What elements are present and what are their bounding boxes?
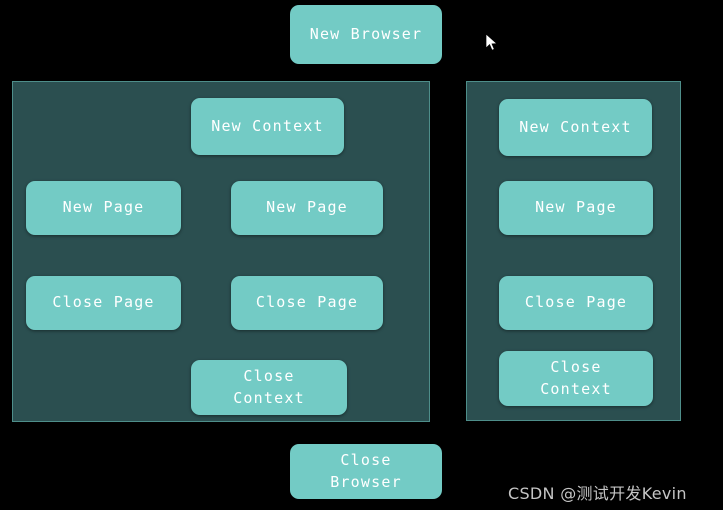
new-context-button-right[interactable]: New Context: [499, 99, 652, 156]
new-page-button-right-1[interactable]: New Page: [499, 181, 653, 235]
close-page-button-right-1[interactable]: Close Page: [499, 276, 653, 330]
new-browser-button[interactable]: New Browser: [290, 5, 442, 64]
new-page-button-left-2[interactable]: New Page: [231, 181, 383, 235]
close-page-button-left-2[interactable]: Close Page: [231, 276, 383, 330]
close-context-button-left[interactable]: Close Context: [191, 360, 347, 415]
context-panel-left: New Context New Page New Page Close Page…: [12, 81, 430, 422]
new-context-button-left[interactable]: New Context: [191, 98, 344, 155]
new-page-button-left-1[interactable]: New Page: [26, 181, 181, 235]
close-page-button-left-1[interactable]: Close Page: [26, 276, 181, 330]
close-browser-button[interactable]: Close Browser: [290, 444, 442, 499]
csdn-watermark: CSDN @测试开发Kevin: [508, 484, 687, 503]
arrow-pointer-icon: [485, 33, 498, 51]
close-context-button-right[interactable]: Close Context: [499, 351, 653, 406]
context-panel-right: New Context New Page Close Page Close Co…: [466, 81, 681, 421]
